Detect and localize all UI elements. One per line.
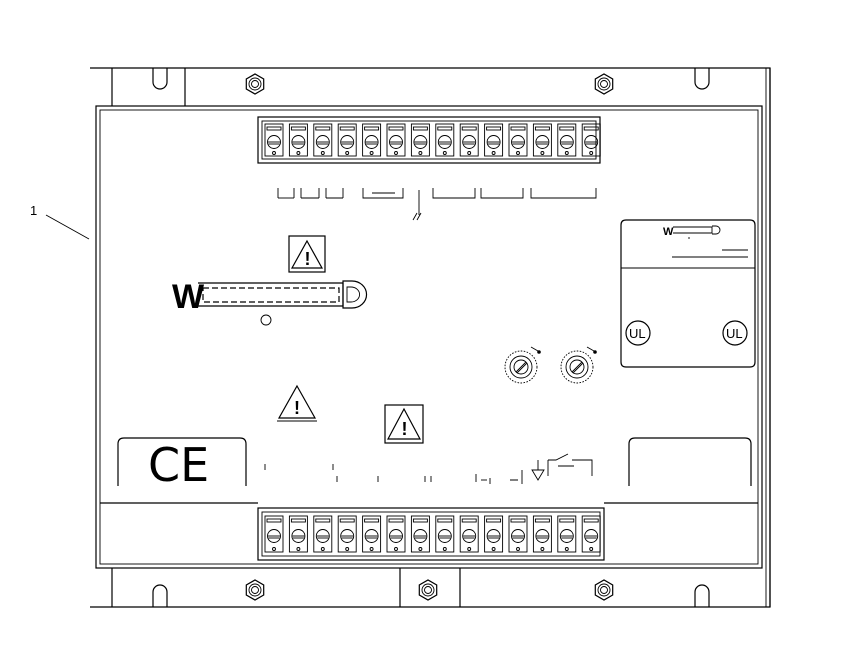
callout-1: 1 (30, 203, 90, 240)
warning-symbol: ! (384, 404, 424, 444)
hex-nut (594, 579, 614, 601)
terminal-screw (508, 515, 528, 553)
terminal-screw (532, 515, 552, 553)
adjustment-potentiometers (504, 346, 597, 384)
svg-text:UL: UL (629, 326, 646, 341)
terminal-screw (459, 123, 479, 157)
potentiometer-dial (560, 346, 597, 384)
terminal-screw (386, 123, 406, 157)
terminal-screw (337, 515, 357, 553)
terminal-screw (557, 515, 577, 553)
terminal-screw (313, 123, 333, 157)
bottom-terminal-strip (257, 507, 605, 561)
mounting-slot (694, 68, 710, 90)
mounting-slot (152, 584, 168, 607)
relay-contact-icon (547, 453, 593, 476)
hex-nut (245, 579, 265, 601)
terminal-screw (410, 515, 430, 553)
mounting-slot (694, 584, 710, 607)
terminal-screw (557, 123, 577, 157)
ul-mark: UL (722, 320, 748, 346)
brand-logo: W (172, 278, 368, 326)
warning-symbol: ! (288, 235, 326, 273)
terminal-screw (435, 123, 455, 157)
terminal-screw (264, 123, 284, 157)
svg-text:!: ! (294, 398, 300, 418)
terminal-group-marks (277, 188, 597, 221)
terminal-screw (484, 515, 504, 553)
terminal-screw (581, 123, 601, 157)
potentiometer-dial (504, 346, 541, 384)
mounting-nuts (245, 73, 614, 601)
blank-label-box (628, 437, 752, 486)
svg-text:W: W (663, 226, 674, 238)
terminal-screw (581, 515, 601, 553)
ul-mark: UL (625, 320, 651, 346)
svg-text:CE: CE (148, 438, 209, 492)
mounting-slot (152, 68, 168, 90)
svg-text:W: W (172, 278, 205, 316)
terminal-screw (288, 123, 308, 157)
svg-text:!: ! (305, 249, 311, 269)
ce-mark: CE (117, 437, 247, 492)
terminal-screw (386, 515, 406, 553)
terminal-screw (288, 515, 308, 553)
rating-label: W UL UL (620, 219, 756, 368)
terminal-screw (337, 123, 357, 157)
mounting-plate (90, 67, 771, 608)
terminal-screw (313, 515, 333, 553)
terminal-screw (459, 515, 479, 553)
warning-symbol: ! (277, 384, 317, 422)
terminal-function-marks (264, 453, 593, 484)
hex-nut (594, 73, 614, 95)
terminal-screw (484, 123, 504, 157)
terminal-screw (264, 515, 284, 553)
indicator-led (260, 314, 272, 326)
terminal-screw (435, 515, 455, 553)
svg-text:UL: UL (726, 326, 743, 341)
ground-icon (531, 460, 545, 481)
module-panel (95, 105, 763, 569)
callout-label: 1 (30, 203, 37, 218)
svg-text:!: ! (402, 419, 408, 439)
terminal-screw (362, 515, 382, 553)
hex-nut (418, 579, 438, 601)
terminal-screw (410, 123, 430, 157)
terminal-screw (362, 123, 382, 157)
terminal-screw (508, 123, 528, 157)
terminal-screw (532, 123, 552, 157)
hex-nut (245, 73, 265, 95)
top-terminal-strip (257, 116, 601, 164)
